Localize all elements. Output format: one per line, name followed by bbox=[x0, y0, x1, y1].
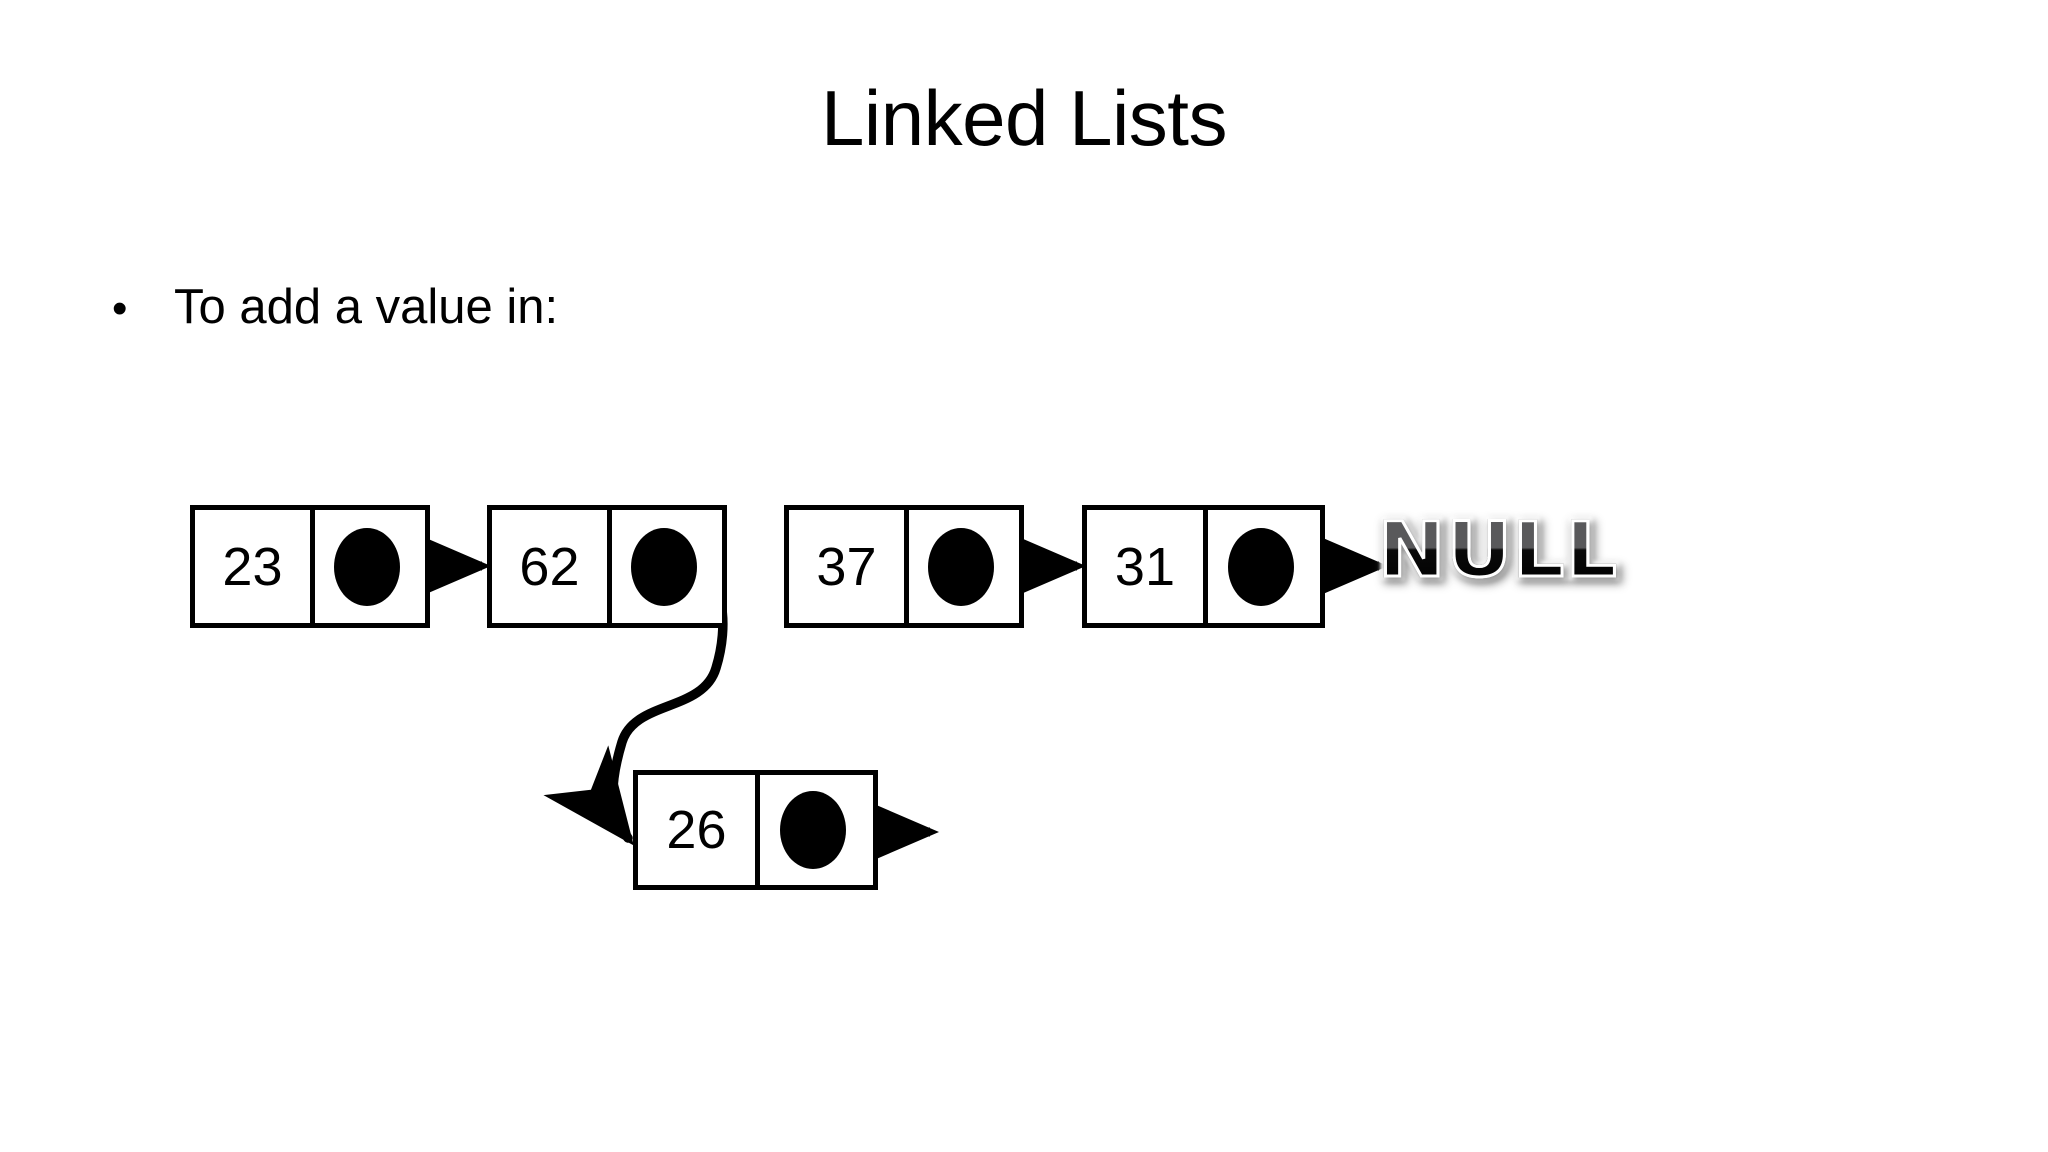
bullet-marker-icon: • bbox=[112, 284, 128, 333]
node-value: 31 bbox=[1114, 536, 1175, 597]
null-terminator-halo: NULL bbox=[1373, 507, 1621, 592]
node-value-cell: 31 bbox=[1087, 510, 1203, 623]
node-pointer-cell bbox=[309, 510, 425, 623]
bullet-item-label: To add a value in: bbox=[174, 280, 559, 334]
node-pointer-cell bbox=[754, 775, 873, 885]
node-value-cell: 37 bbox=[789, 510, 904, 623]
pointer-dot-icon bbox=[1227, 527, 1294, 606]
node-value: 37 bbox=[816, 536, 877, 597]
list-node-31[interactable]: 31 bbox=[1082, 505, 1325, 628]
pointer-dot-icon bbox=[333, 527, 400, 606]
node-value: 26 bbox=[666, 800, 727, 860]
node-value-cell: 23 bbox=[195, 510, 310, 623]
list-node-23[interactable]: 23 bbox=[190, 505, 430, 628]
node-value-cell: 62 bbox=[492, 510, 607, 623]
node-value: 62 bbox=[519, 536, 580, 597]
node-value-cell: 26 bbox=[638, 775, 755, 885]
bullet-list-item: • To add a value in: bbox=[112, 283, 558, 332]
node-value: 23 bbox=[222, 536, 283, 597]
null-terminator-label: NULL bbox=[1376, 505, 1618, 594]
node-pointer-cell bbox=[606, 510, 722, 623]
pointer-dot-icon bbox=[630, 527, 697, 606]
node-pointer-cell bbox=[903, 510, 1019, 623]
page-title: Linked Lists bbox=[821, 74, 1227, 162]
list-node-37[interactable]: 37 bbox=[784, 505, 1024, 628]
list-node-62[interactable]: 62 bbox=[487, 505, 727, 628]
pointer-dot-icon bbox=[780, 791, 847, 869]
pointer-dot-icon bbox=[927, 527, 994, 606]
node-pointer-cell bbox=[1202, 510, 1320, 623]
list-node-26-inserted[interactable]: 26 bbox=[633, 770, 878, 890]
